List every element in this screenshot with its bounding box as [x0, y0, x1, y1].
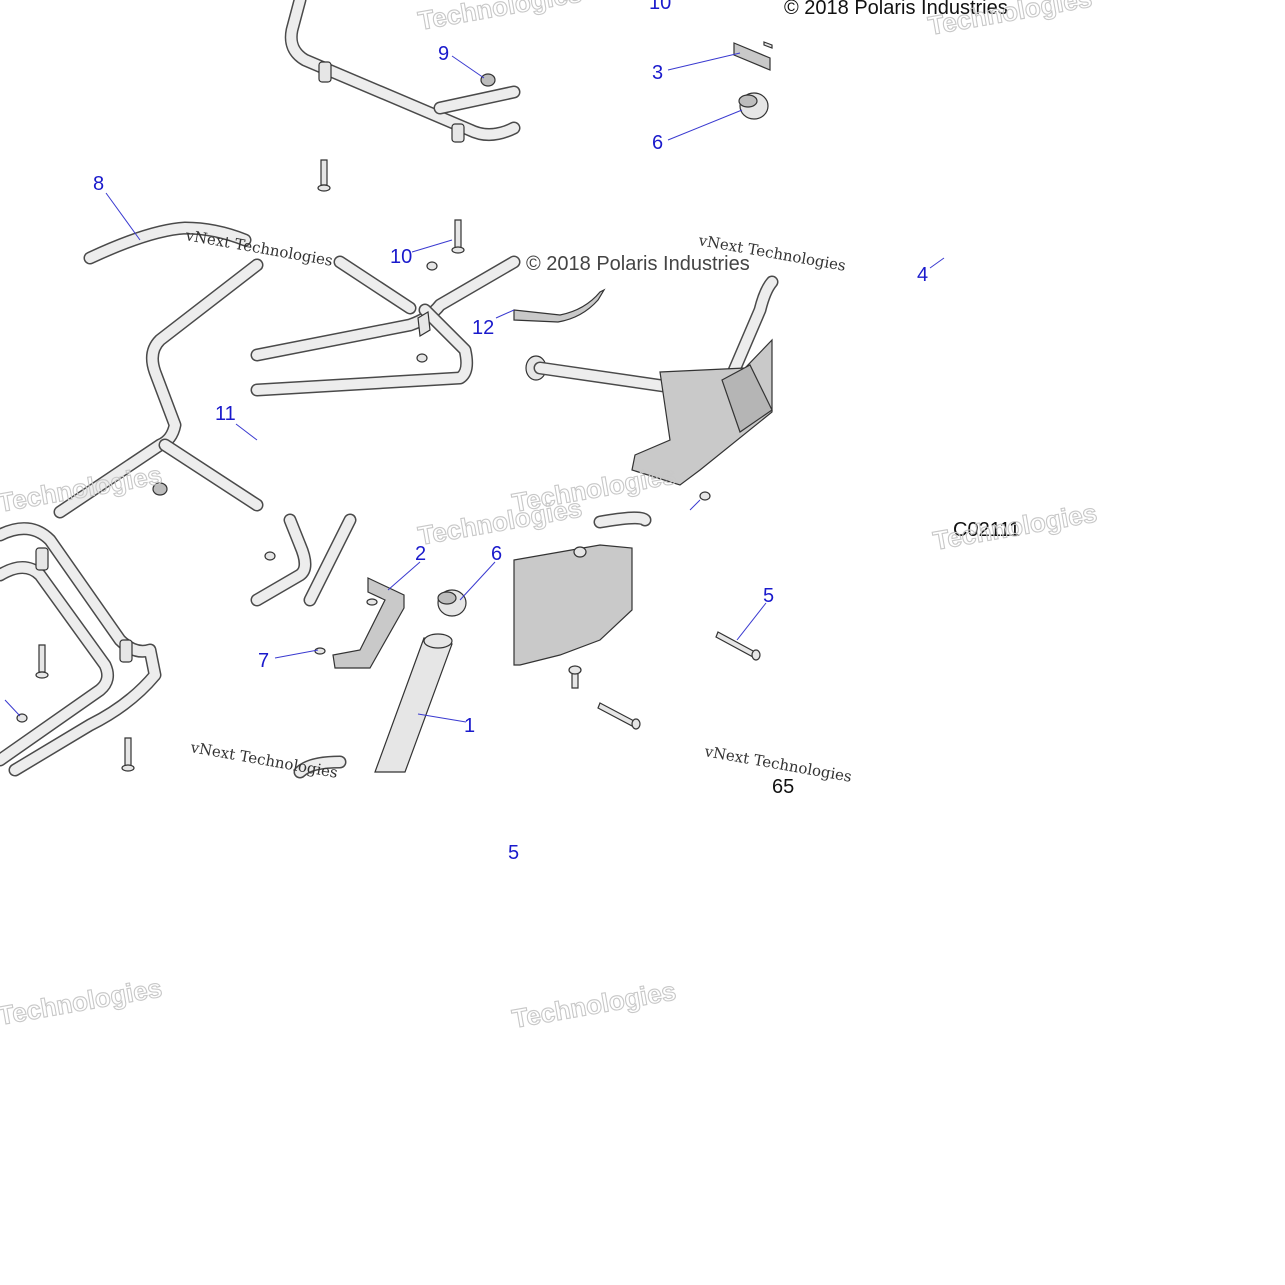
tile-tube-plate: [513, 275, 779, 501]
part-number: C02111: [953, 519, 1020, 541]
callout-4: 4: [917, 264, 928, 286]
tile-rack-bottom: [0, 522, 162, 777]
watermark: Technologies: [926, 0, 1094, 41]
callout-10-mid: 10: [390, 246, 412, 268]
callout-3: 3: [652, 62, 663, 84]
watermark: Technologies: [0, 973, 164, 1031]
callout-5-right: 5: [763, 585, 774, 607]
copyright-partial: © 2018 Polaris Industries: [526, 253, 750, 275]
callout-5-bottom: 5: [508, 842, 519, 864]
watermark: Technologies: [0, 460, 164, 518]
page-number: 65: [772, 776, 794, 798]
tile-bracket-cap: [733, 41, 773, 120]
tile-skid-plate: [513, 511, 761, 730]
callout-leaders: [4, 52, 945, 723]
copyright-top-right: © 2018 Polaris Industries: [784, 0, 1008, 19]
callout-1: 1: [464, 715, 475, 737]
watermark: Technologies: [931, 498, 1099, 556]
callout-6-top: 6: [652, 132, 663, 154]
watermarks: Technologies Technologies vNext Technolo…: [0, 0, 1100, 1034]
callout-8: 8: [93, 173, 104, 195]
tile-post-bracket: [250, 513, 467, 779]
callout-12: 12: [472, 317, 494, 339]
watermark: Technologies: [416, 0, 584, 36]
watermark: vNext Technologies: [188, 738, 339, 782]
callout-7: 7: [258, 650, 269, 672]
callout-11: 11: [215, 403, 236, 425]
tile-frame-center: [250, 255, 521, 397]
callout-6-bottom: 6: [491, 543, 502, 565]
copyright-notices: © 2018 Polaris Industries © 2018 Polaris…: [526, 0, 1008, 275]
callout-labels: 10 3 6 9 8 10 4 12 11 2 6 7 1 5 5: [93, 0, 928, 864]
watermark: Technologies: [510, 976, 678, 1034]
callout-10-top: 10: [649, 0, 671, 14]
callout-2: 2: [415, 543, 426, 565]
tile-rack-rear: [53, 221, 264, 519]
callout-9: 9: [438, 43, 449, 65]
tile-rack-top: [284, 0, 521, 254]
